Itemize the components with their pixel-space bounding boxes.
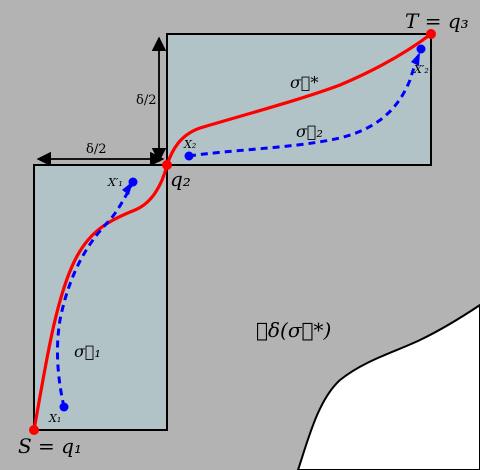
sigma-2-label: σ⃗₂ xyxy=(296,122,323,141)
sample-path-2 xyxy=(188,57,420,158)
tube-label: 𝓑δ(σ⃗*) xyxy=(256,318,331,342)
start-label: S = q₁ xyxy=(18,434,82,458)
sigma-star-label: σ⃗* xyxy=(290,73,319,92)
point-target xyxy=(426,29,436,39)
sample-path-1 xyxy=(56,183,134,408)
point-x1-prime xyxy=(128,177,138,187)
x2-label: X₂ xyxy=(183,138,196,151)
sample-path-2-arrowhead xyxy=(411,52,420,66)
left-half-width-label: δ/2 xyxy=(86,142,106,157)
target-label: T = q₃ xyxy=(405,9,469,33)
box-left xyxy=(33,164,168,431)
x1-prime-label: X′₁ xyxy=(107,176,123,189)
point-x2-prime xyxy=(416,44,426,54)
free-region xyxy=(296,303,480,470)
point-x2 xyxy=(184,151,194,161)
point-x1 xyxy=(59,402,69,412)
x2-prime-label: X′₂ xyxy=(413,63,429,76)
q2-label: q₂ xyxy=(170,167,191,191)
sigma-1-label: σ⃗₁ xyxy=(74,342,101,361)
point-start xyxy=(29,425,39,435)
x1-label: X₁ xyxy=(48,412,61,425)
top-half-width-label: δ/2 xyxy=(136,93,156,108)
point-q2 xyxy=(162,160,172,170)
